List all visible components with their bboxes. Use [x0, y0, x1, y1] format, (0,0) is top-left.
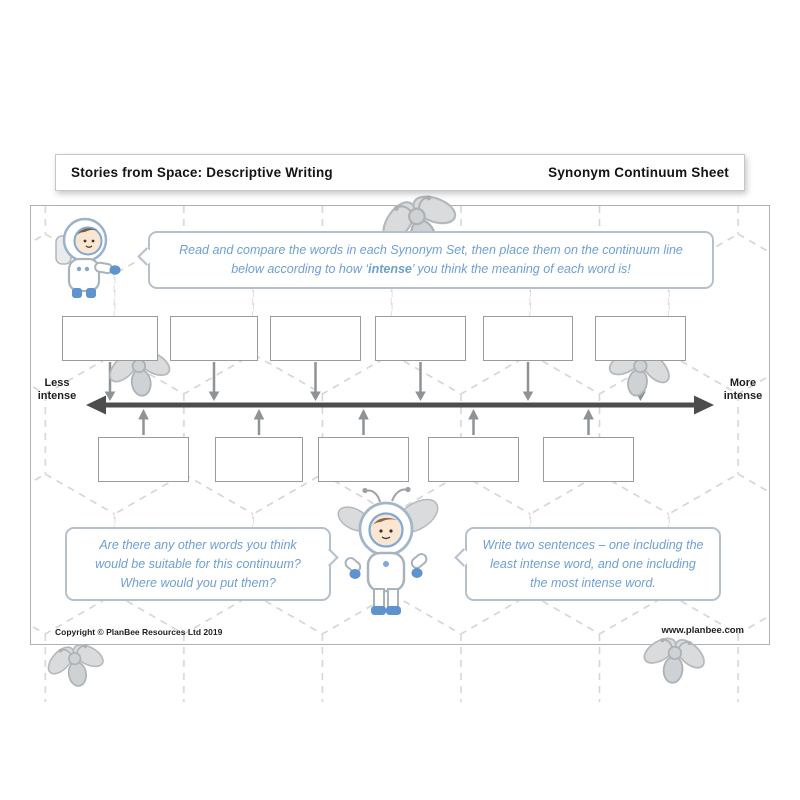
arrow-up-icon: [583, 408, 594, 435]
instruction-line-1: Read and compare the words in each Synon…: [179, 243, 683, 257]
arrow-down-icon: [310, 362, 321, 402]
header-bar: Stories from Space: Descriptive Writing …: [55, 154, 745, 191]
more-label-line-2: intense: [723, 390, 763, 402]
instruction-bubble: Read and compare the words in each Synon…: [148, 231, 714, 289]
less-intense-label: Less intense: [28, 377, 86, 403]
arrow-up-icon: [138, 408, 149, 435]
more-label-line-1: More: [729, 377, 757, 389]
sheet-title-right: Synonym Continuum Sheet: [548, 165, 729, 180]
synonym-box-top-4[interactable]: [375, 316, 466, 361]
instruction-line-2-post: ’ you think the meaning of each word is!: [411, 262, 631, 276]
two-sentences-line-2: least intense word, and one including: [490, 556, 696, 571]
synonym-box-top-2[interactable]: [170, 316, 258, 361]
other-words-line-2: would be suitable for this continuum?: [95, 556, 301, 571]
other-words-line-3: Where would you put them?: [120, 575, 276, 590]
website-text: www.planbee.com: [661, 625, 744, 636]
synonym-box-top-5[interactable]: [483, 316, 573, 361]
synonym-box-top-1[interactable]: [62, 316, 158, 361]
instruction-intense-word: intense: [368, 262, 412, 276]
two-sentences-line-1: Write two sentences – one including the: [482, 537, 704, 552]
synonym-box-top-6[interactable]: [595, 316, 686, 361]
bee-astronaut-icon: [337, 486, 439, 615]
synonym-box-bottom-1[interactable]: [98, 437, 189, 482]
arrow-down-icon: [208, 362, 220, 402]
less-label-line-1: Less: [44, 377, 70, 389]
synonym-box-bottom-4[interactable]: [428, 437, 519, 482]
more-intense-label: More intense: [714, 377, 772, 403]
arrow-down-icon: [415, 362, 426, 402]
sheet-title-left: Stories from Space: Descriptive Writing: [71, 165, 333, 180]
two-sentences-line-3: the most intense word.: [530, 575, 656, 590]
copyright-text: Copyright © PlanBee Resources Ltd 2019: [55, 627, 223, 637]
synonym-box-top-3[interactable]: [270, 316, 361, 361]
other-words-line-1: Are there any other words you think: [99, 537, 297, 552]
synonym-box-bottom-5[interactable]: [543, 437, 634, 482]
other-words-bubble: Are there any other words you think woul…: [65, 527, 331, 601]
astronaut-icon: [55, 217, 121, 298]
less-label-line-2: intense: [37, 390, 77, 402]
continuum-line: [86, 395, 714, 415]
arrow-up-icon: [468, 408, 479, 435]
instruction-line-2: below according to how ‘intense’ you thi…: [158, 260, 704, 279]
bottom-box-arrows: [138, 408, 594, 435]
instruction-line-2-pre: below according to how ‘: [231, 262, 369, 276]
synonym-box-bottom-3[interactable]: [318, 437, 409, 482]
arrow-down-icon: [522, 362, 534, 402]
arrow-up-icon: [253, 408, 265, 435]
synonym-box-bottom-2[interactable]: [215, 437, 303, 482]
arrow-up-icon: [358, 408, 369, 435]
two-sentences-bubble: Write two sentences – one including the …: [465, 527, 721, 601]
